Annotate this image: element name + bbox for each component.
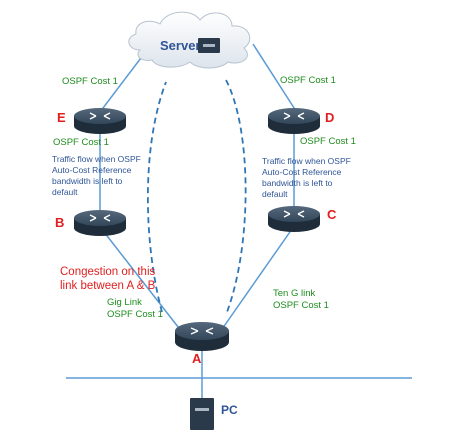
router-d-icon[interactable] — [268, 108, 320, 134]
router-b-label: B — [55, 215, 64, 230]
traffic-note-left-line: Traffic flow when OSPF — [52, 154, 141, 164]
traffic-flow-path-right — [225, 79, 247, 313]
router-e-icon[interactable] — [74, 108, 126, 134]
router-a-label: A — [192, 351, 202, 366]
traffic-note-left-line: Auto-Cost Reference — [52, 165, 132, 175]
link-b-a-cost: OSPF Cost 1 — [107, 309, 163, 320]
router-b-icon[interactable] — [74, 210, 126, 236]
congestion-note-line: Congestion on this — [60, 266, 156, 278]
cost-server-d: OSPF Cost 1 — [280, 75, 336, 86]
router-c-label: C — [327, 207, 337, 222]
router-c-icon[interactable] — [268, 206, 320, 232]
router-e-label: E — [57, 110, 66, 125]
server-cloud — [128, 11, 251, 69]
router-a-icon[interactable] — [175, 322, 229, 351]
traffic-note-right-line: default — [262, 189, 288, 199]
cost-server-e: OSPF Cost 1 — [62, 76, 118, 87]
traffic-note-left-line: bandwidth is left to — [52, 176, 123, 186]
link-server-d — [252, 43, 297, 112]
traffic-note-right-line: Auto-Cost Reference — [262, 167, 342, 177]
link-b-a — [103, 231, 183, 333]
cost-e-b: OSPF Cost 1 — [53, 137, 109, 148]
congestion-note-line: link between A & B — [60, 280, 156, 292]
traffic-note-right-line: bandwidth is left to — [262, 178, 333, 188]
traffic-note-left: Traffic flow when OSPF Auto-Cost Referen… — [52, 154, 143, 197]
pc-label: PC — [221, 403, 238, 417]
server-label: Server — [160, 38, 200, 53]
link-c-a-cost: OSPF Cost 1 — [273, 300, 329, 311]
link-b-a-type: Gig Link — [107, 297, 142, 308]
pc-icon[interactable] — [190, 398, 214, 430]
traffic-flow-path-left — [146, 81, 167, 313]
traffic-note-right: Traffic flow when OSPF Auto-Cost Referen… — [262, 156, 353, 199]
link-c-a-type: Ten G link — [273, 288, 315, 299]
traffic-note-left-line: default — [52, 187, 78, 197]
traffic-note-right-line: Traffic flow when OSPF — [262, 156, 351, 166]
server-icon — [198, 38, 220, 53]
link-c-a — [219, 228, 293, 333]
congestion-note: Congestion on this link between A & B — [60, 266, 158, 292]
router-d-label: D — [325, 110, 334, 125]
cost-d-c: OSPF Cost 1 — [300, 136, 356, 147]
